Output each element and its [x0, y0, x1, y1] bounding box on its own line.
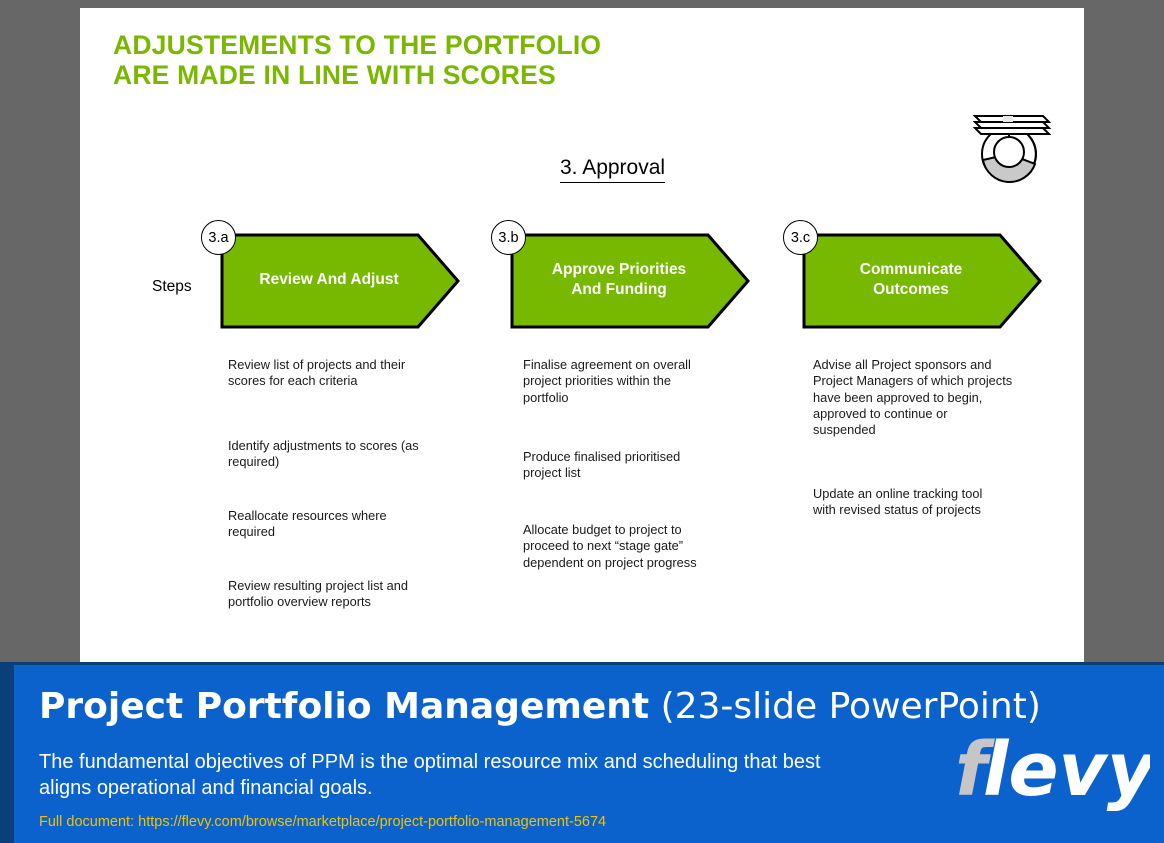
bullet-item: Advise all Project sponsors and Project …	[813, 357, 1013, 438]
banner-subtitle: The fundamental objectives of PPM is the…	[39, 751, 821, 799]
bullet-item: Review list of projects and their scores…	[228, 357, 406, 389]
bullet-item: Identify adjustments to scores (as requi…	[228, 438, 419, 470]
portfolio-badge-icon	[963, 108, 1055, 184]
step-chevron-2[interactable]: Approve Priorities And Funding 3.b	[491, 220, 750, 329]
steps-label: Steps	[152, 278, 192, 295]
promo-banner: Project Portfolio Management (23-slide P…	[0, 662, 1164, 843]
step-column-3: Communicate Outcomes 3.c	[783, 220, 1084, 329]
bullet-item: Finalise agreement on overall project pr…	[523, 357, 691, 405]
banner-left-edge	[0, 665, 14, 843]
section-heading: 3. Approval	[560, 156, 666, 183]
slide-canvas: ADJUSTEMENTS TO THE PORTFOLIO ARE MADE I…	[80, 8, 1084, 663]
bullet-item: Review resulting project list and portfo…	[228, 578, 408, 610]
flevy-logo-levy: levy	[983, 735, 1150, 811]
step-badge-3: 3.c	[783, 220, 818, 255]
step-badge-2: 3.b	[491, 220, 526, 255]
banner-title: Project Portfolio Management (23-slide P…	[39, 686, 1041, 727]
bullet-item: Allocate budget to project to proceed to…	[523, 522, 697, 570]
flevy-logo: f levy	[955, 727, 1158, 813]
page-title-line-1: ADJUSTEMENTS TO THE PORTFOLIO	[113, 30, 602, 60]
page-title-line-2: ARE MADE IN LINE WITH SCORES	[113, 60, 556, 90]
bullet-item: Update an online tracking tool with revi…	[813, 486, 983, 518]
bullet-item: Produce finalised prioritised project li…	[523, 449, 681, 481]
step-column-2: Approve Priorities And Funding 3.b	[491, 220, 810, 329]
step-column-1: Review And Adjust 3.a	[201, 220, 520, 329]
step-chevron-3[interactable]: Communicate Outcomes 3.c	[783, 220, 1042, 329]
right-gutter	[1084, 0, 1164, 663]
banner-document-link[interactable]: Full document: https://flevy.com/browse/…	[39, 814, 607, 830]
page-title: ADJUSTEMENTS TO THE PORTFOLIO ARE MADE I…	[113, 30, 813, 90]
banner-title-strong: Project Portfolio Management	[39, 686, 650, 727]
step-chevron-1[interactable]: Review And Adjust 3.a	[201, 220, 460, 329]
bullet-item: Reallocate resources where required	[228, 508, 387, 540]
step-badge-1: 3.a	[201, 220, 236, 255]
banner-title-light: (23-slide PowerPoint)	[649, 686, 1041, 727]
left-gutter	[0, 0, 80, 663]
